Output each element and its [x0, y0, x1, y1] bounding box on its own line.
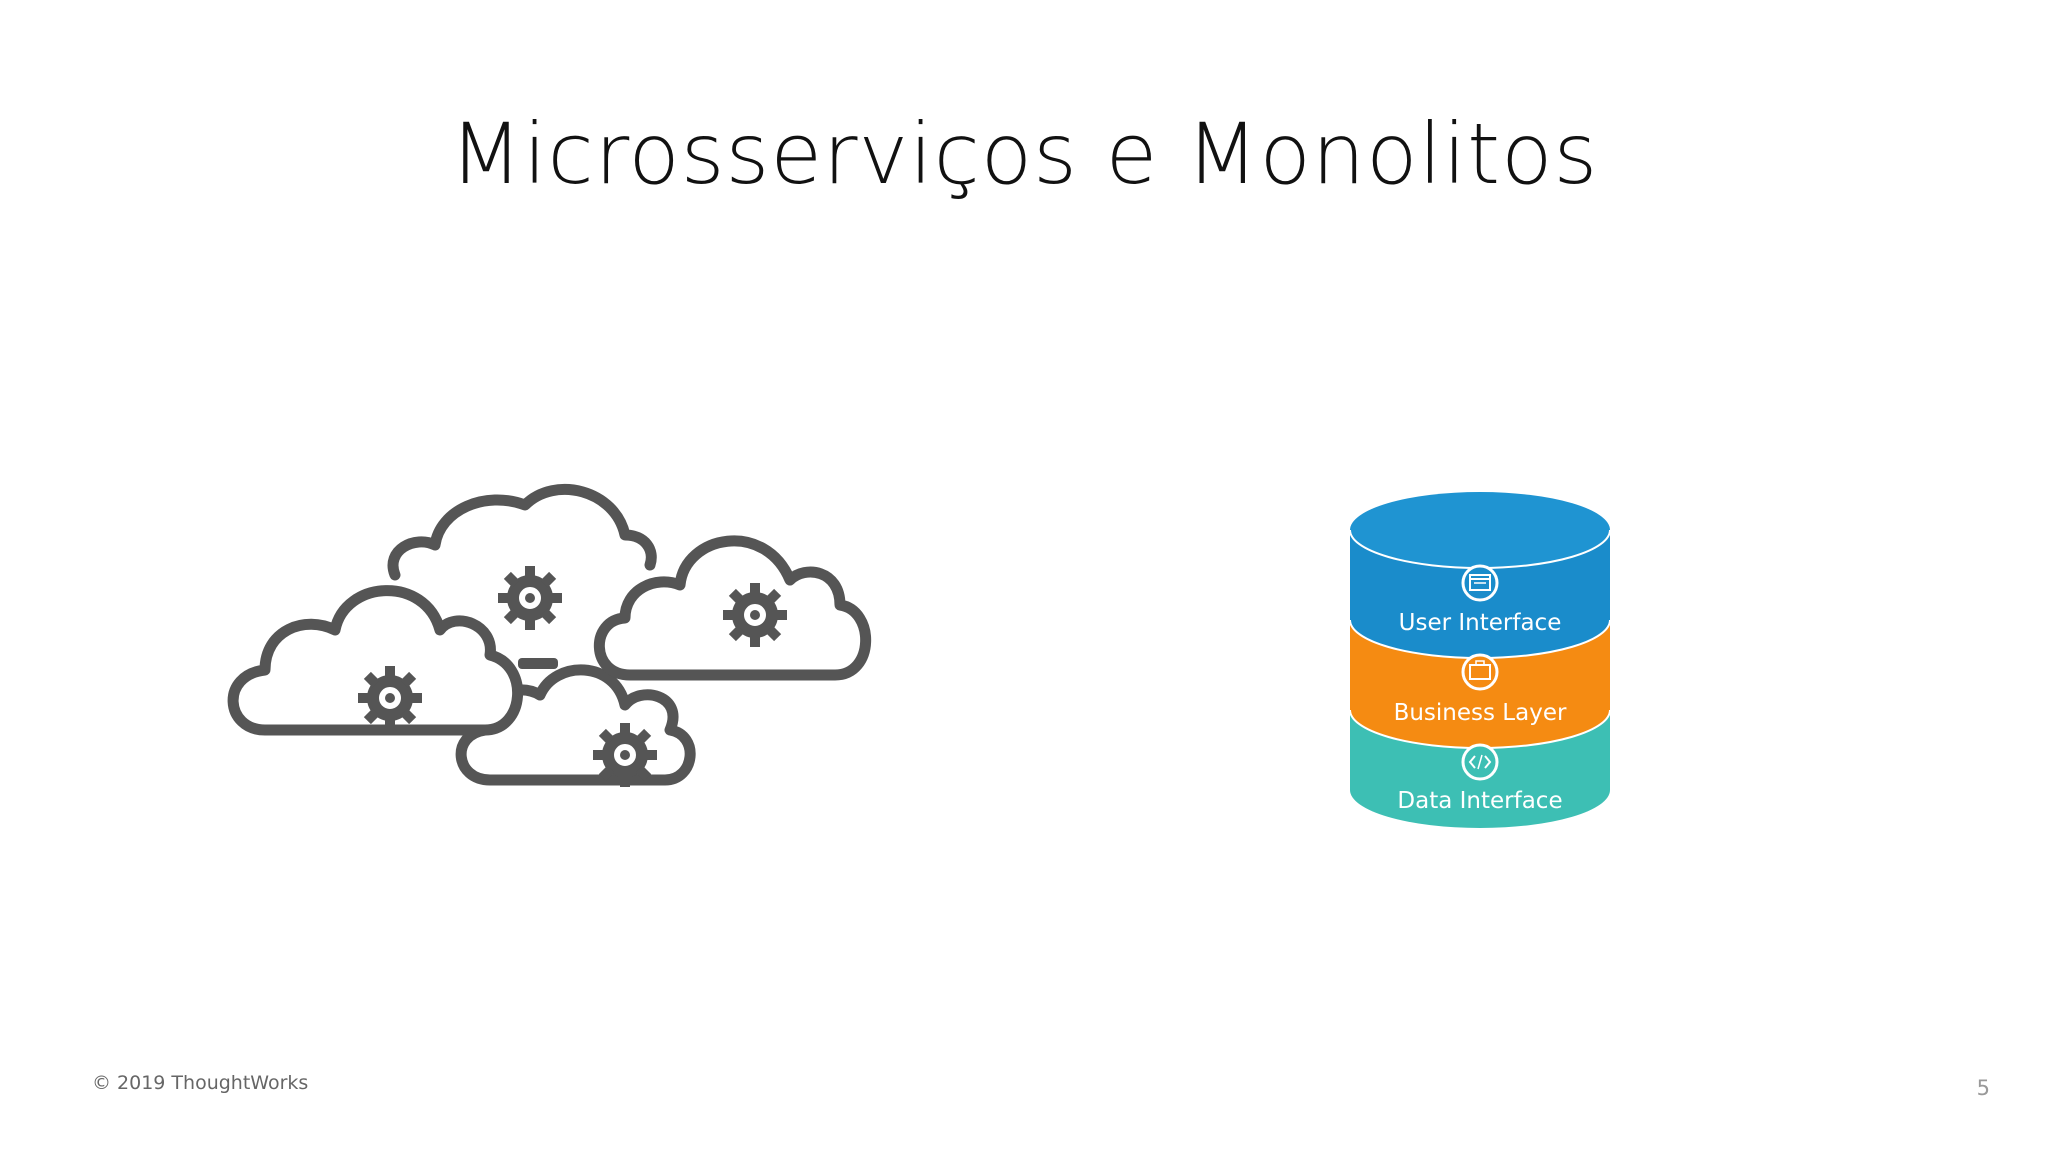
footer-copyright: © 2019 ThoughtWorks: [92, 1072, 308, 1094]
briefcase-icon: [1463, 655, 1497, 689]
monolith-cylinder: User Interface Business Layer Data Inter…: [1330, 460, 1630, 860]
microservices-clouds-icon: [225, 480, 915, 840]
page-number: 5: [1977, 1076, 1990, 1100]
code-icon: [1463, 745, 1497, 779]
slide-title: Microsserviços e Monolitos: [0, 112, 2048, 196]
layer-label-data-interface: Data Interface: [1397, 788, 1562, 814]
window-icon: [1463, 566, 1497, 600]
layer-label-business-layer: Business Layer: [1394, 700, 1567, 726]
layer-label-user-interface: User Interface: [1399, 610, 1562, 636]
